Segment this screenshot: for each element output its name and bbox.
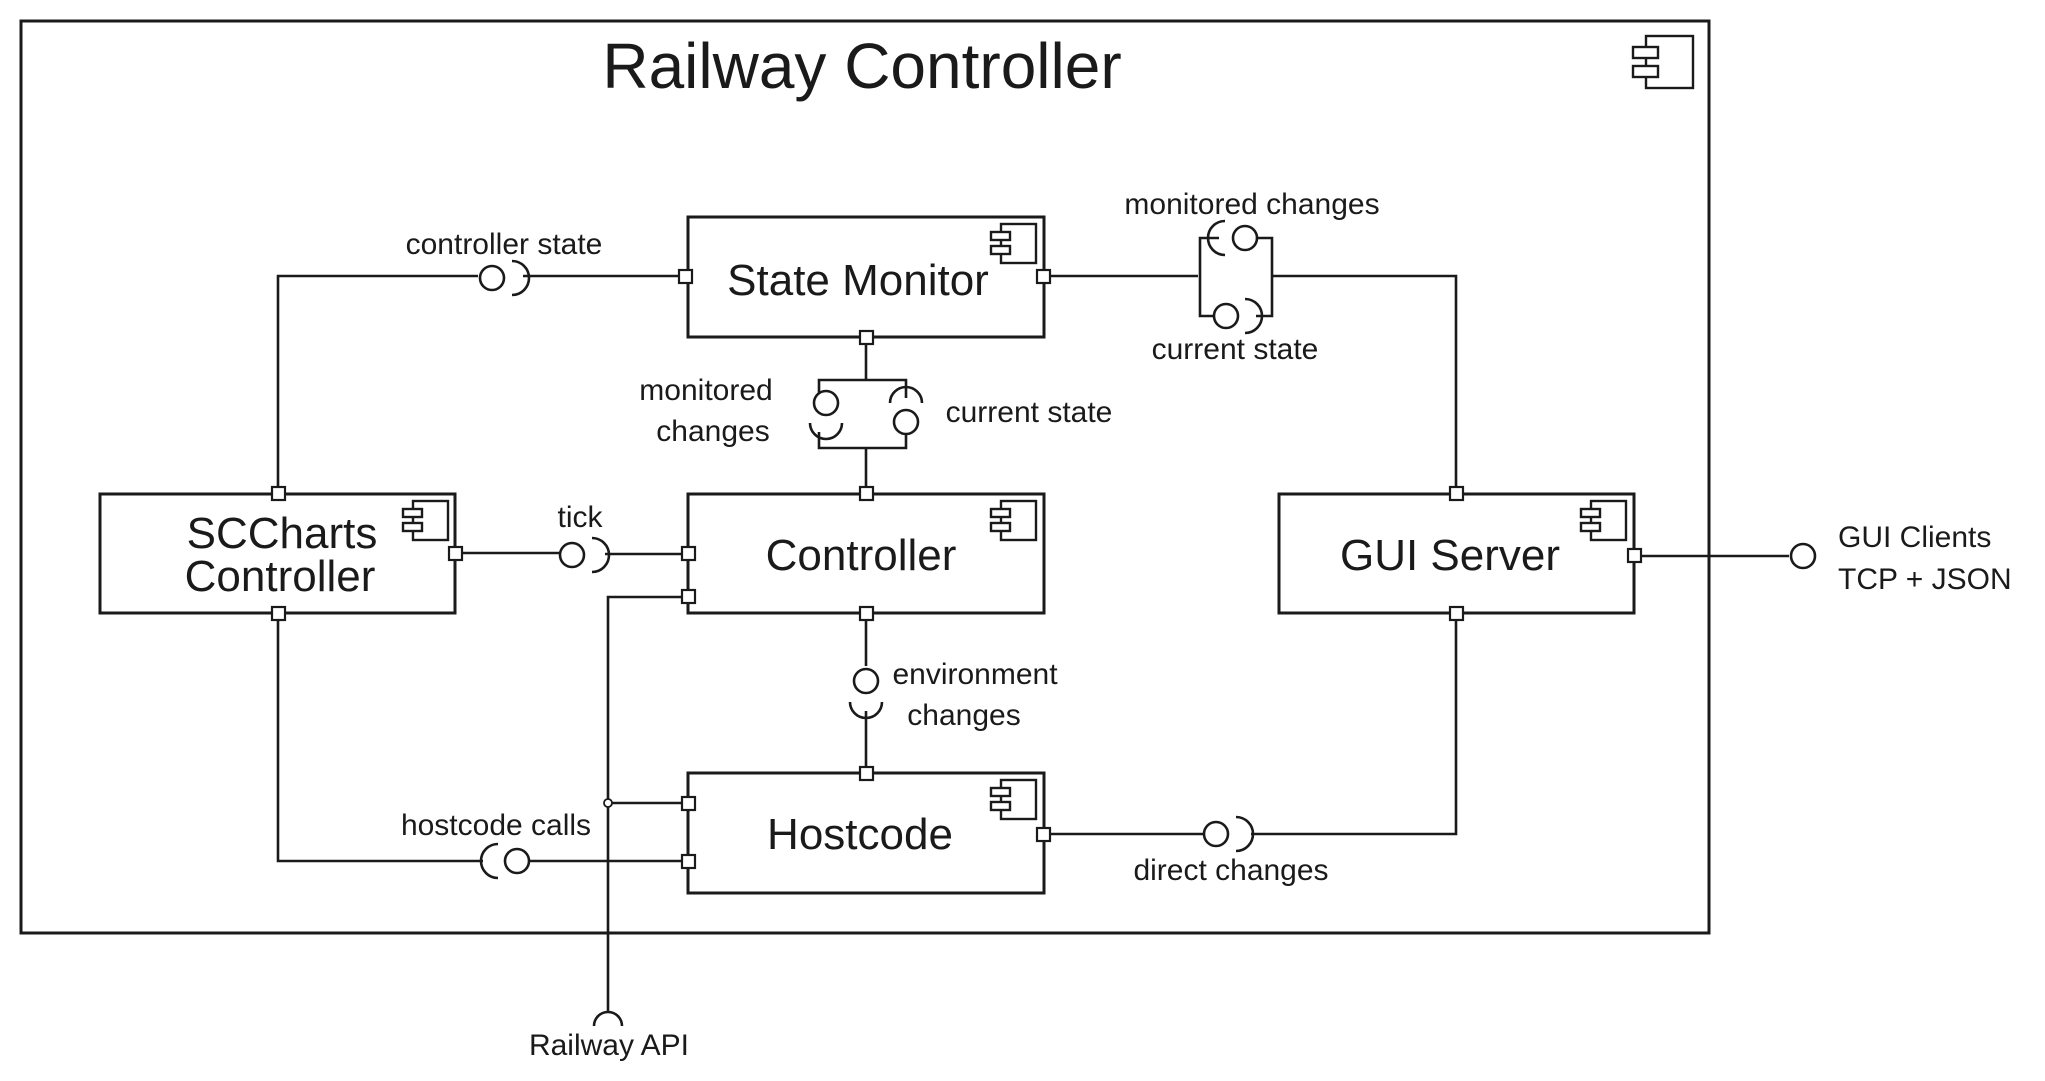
port-gui-bottom <box>1448 605 1465 622</box>
component-state-monitor: State Monitor <box>686 215 1046 339</box>
wire-gui-direct-changes <box>1251 613 1458 836</box>
component-icon <box>1579 499 1628 542</box>
label-monitored-changes-top: monitored changes <box>1124 188 1379 221</box>
label-monitored-changes-mid-1: monitored <box>639 374 772 407</box>
interface-current-state-mid <box>888 385 924 436</box>
port-gui-top <box>1448 485 1465 502</box>
socket-current-state-mid <box>888 385 924 404</box>
port-controller-top <box>858 485 875 502</box>
controller-label: Controller <box>766 531 957 580</box>
port-sccharts-bottom <box>270 605 287 622</box>
port-sccharts-right <box>447 545 464 562</box>
hostcode-label: Hostcode <box>767 810 953 859</box>
ball-gui-clients <box>1789 542 1817 570</box>
socket-controller-state <box>511 259 531 297</box>
wire-bracket-to-gui-server <box>1272 274 1458 491</box>
label-environment-changes-1: environment <box>892 658 1058 691</box>
label-hostcode-calls: hostcode calls <box>401 809 591 842</box>
labels: controller state monitored changes curre… <box>401 188 2012 1062</box>
socket-hostcode-calls <box>479 842 499 880</box>
label-gui-clients-1: GUI Clients <box>1838 521 1991 554</box>
label-controller-state: controller state <box>406 228 603 261</box>
bracket-mid-bottom <box>817 432 908 450</box>
socket-direct-changes <box>1235 815 1255 853</box>
label-direct-changes: direct changes <box>1133 854 1328 887</box>
system-title: Railway Controller <box>602 30 1121 102</box>
ball-hostcode-calls <box>503 847 531 875</box>
component-icon <box>989 499 1038 542</box>
interface-hostcode-calls <box>479 842 531 880</box>
component-icon <box>989 778 1038 821</box>
hostcode-box <box>686 771 1046 895</box>
port-hostcode-left-api <box>680 795 697 812</box>
ball-tick <box>558 541 586 569</box>
label-environment-changes-2: changes <box>907 699 1020 732</box>
socket-tick <box>591 536 611 574</box>
ports <box>270 268 1643 870</box>
label-gui-clients-2: TCP + JSON <box>1838 563 2012 596</box>
port-controller-left-tick <box>680 545 697 562</box>
component-hostcode: Hostcode <box>686 771 1046 895</box>
sccharts-controller-box <box>98 492 457 615</box>
controller-box <box>686 492 1046 615</box>
port-monitor-right <box>1035 268 1052 285</box>
label-current-state-top: current state <box>1152 333 1319 366</box>
interface-current-state-top <box>1212 297 1264 335</box>
ball-monitored-changes-mid <box>812 389 840 417</box>
component-icon <box>401 499 450 542</box>
port-controller-left-api <box>680 588 697 605</box>
ball-monitored-changes-top <box>1231 224 1259 252</box>
ball-controller-state <box>478 264 506 292</box>
interface-monitored-changes-mid <box>808 389 844 441</box>
interface-tick <box>558 536 611 574</box>
ball-direct-changes <box>1202 820 1230 848</box>
interface-direct-changes <box>1202 815 1255 853</box>
component-sccharts-controller: SCCharts Controller <box>98 492 457 615</box>
junction-dot <box>603 798 613 808</box>
bracket-mid-top <box>817 378 908 398</box>
interface-environment-changes <box>848 667 884 720</box>
ball-current-state-mid <box>892 408 920 436</box>
port-sccharts-top <box>270 485 287 502</box>
interface-gui-clients <box>1789 542 1817 570</box>
component-gui-server: GUI Server <box>1277 492 1636 615</box>
component-icon <box>989 222 1038 265</box>
wire-sccharts-controller-state <box>276 274 478 491</box>
socket-monitored-changes-mid <box>808 422 844 441</box>
port-hostcode-right <box>1035 826 1052 843</box>
state-monitor-label: State Monitor <box>727 256 989 305</box>
port-hostcode-left-calls <box>680 853 697 870</box>
label-current-state-mid: current state <box>946 396 1113 429</box>
interface-railway-api <box>592 1010 624 1027</box>
component-controller: Controller <box>686 492 1046 615</box>
connectors <box>276 236 1789 1012</box>
gui-server-box <box>1277 492 1636 615</box>
component-icon <box>1631 34 1695 90</box>
socket-monitored-changes-top <box>1206 219 1226 257</box>
sccharts-label-line1: SCCharts <box>187 509 378 558</box>
label-tick: tick <box>558 501 604 534</box>
gui-server-label: GUI Server <box>1340 531 1560 580</box>
port-monitor-left <box>677 268 694 285</box>
socket-environment-changes <box>848 701 884 720</box>
ball-current-state-top <box>1212 302 1240 330</box>
sccharts-label-line2: Controller <box>185 552 376 601</box>
wire-controller-railway-api <box>606 595 685 1012</box>
port-monitor-bottom <box>858 329 875 346</box>
socket-current-state-top <box>1244 297 1264 335</box>
interface-controller-state <box>478 259 531 297</box>
port-gui-right <box>1626 547 1643 564</box>
bracket-top-left <box>1198 236 1219 318</box>
label-railway-api: Railway API <box>529 1029 689 1062</box>
socket-railway-api <box>592 1010 624 1027</box>
port-controller-bottom <box>858 605 875 622</box>
system-frame <box>19 19 1711 935</box>
label-monitored-changes-mid-2: changes <box>656 415 769 448</box>
system-railway-controller: Railway Controller <box>19 19 1711 935</box>
interface-monitored-changes-top <box>1206 219 1259 257</box>
ball-environment-changes <box>852 667 880 695</box>
port-hostcode-top <box>858 765 875 782</box>
wire-sccharts-hostcode-calls <box>276 614 483 863</box>
